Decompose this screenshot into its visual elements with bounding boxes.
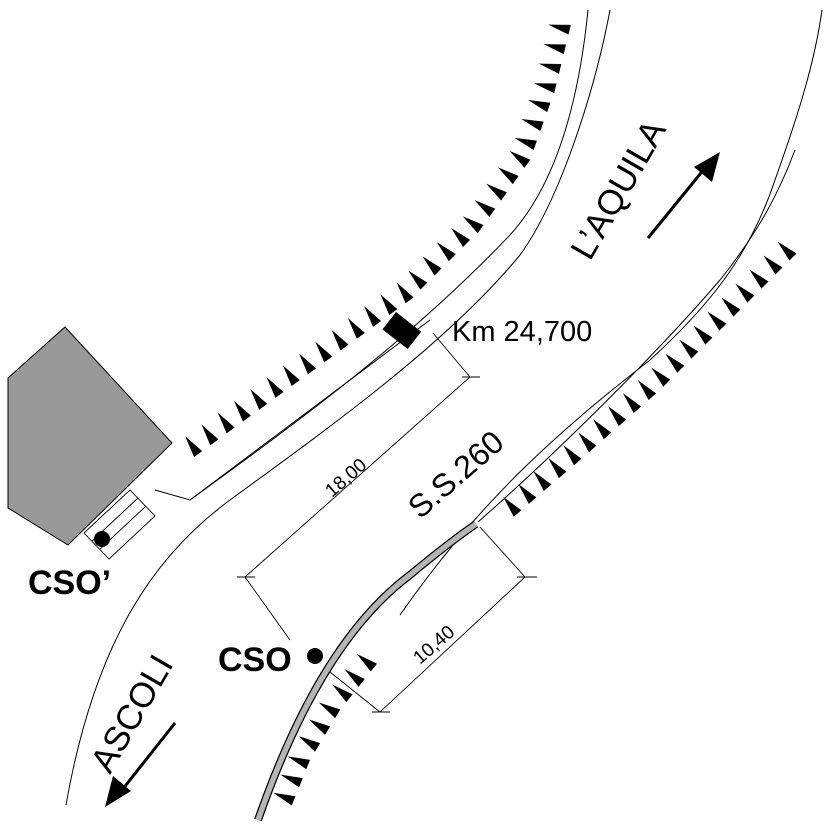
cso-point	[307, 648, 323, 664]
hachure-mark	[538, 63, 562, 74]
hachure-mark	[749, 269, 769, 289]
hachure-mark	[380, 294, 398, 316]
hachure-mark	[777, 241, 797, 261]
hachure-mark	[201, 424, 219, 446]
escarpment-hachures-lower	[273, 241, 797, 806]
hachure-mark	[282, 365, 300, 387]
hachure-mark	[548, 458, 567, 479]
road-edge-east	[399, 9, 823, 616]
hachure-mark	[693, 325, 713, 345]
hachure-mark	[396, 282, 414, 304]
hachure-mark	[665, 353, 685, 373]
hachure-mark	[533, 471, 552, 492]
hachure-mark	[563, 445, 582, 466]
hachure-mark	[422, 256, 442, 276]
carriageway-line	[189, 319, 431, 501]
km-marker	[382, 312, 422, 350]
hachure-mark	[534, 83, 557, 94]
escarpment-edge-lower	[477, 149, 796, 523]
dimension-18-label: 18,00	[322, 455, 372, 502]
hachure-mark	[250, 388, 268, 410]
hachure-mark	[518, 483, 537, 504]
arrow-icon-laquila	[646, 152, 720, 239]
hachure-mark	[331, 329, 349, 351]
hachure-mark	[364, 306, 382, 327]
hachure-mark	[593, 419, 612, 440]
hachure-mark	[299, 353, 317, 375]
hachure-mark	[217, 412, 235, 434]
hachure-mark	[543, 44, 567, 55]
escarpment-edge-upper	[154, 9, 589, 501]
hachure-mark	[679, 339, 699, 359]
hachure-mark	[462, 216, 484, 234]
hachure-mark	[509, 150, 531, 168]
guardrail-fill	[255, 521, 478, 821]
arrow-icon-ascoli	[105, 722, 177, 807]
hachure-mark	[528, 100, 551, 113]
hachure-mark	[298, 736, 321, 752]
hachure-mark	[497, 167, 519, 185]
ascoli-label: ASCOLI	[83, 648, 181, 779]
hachure-mark	[474, 199, 496, 217]
hachure-mark	[233, 400, 251, 422]
road-edge-west	[65, 9, 611, 806]
hachure-mark	[503, 496, 522, 517]
dimension-18	[237, 332, 480, 641]
escarpment-hachures-upper	[185, 24, 571, 458]
hachure-mark	[408, 270, 428, 290]
hachure-mark	[280, 774, 303, 788]
hachure-mark	[763, 255, 783, 275]
hachure-mark	[356, 653, 378, 672]
hachure-mark	[548, 24, 571, 35]
hachure-mark	[486, 183, 507, 201]
hachure-mark	[514, 137, 537, 150]
hachure-mark	[735, 283, 755, 303]
km-label: Km 24,700	[452, 316, 592, 348]
hachure-mark	[308, 719, 331, 735]
hachure-mark	[332, 684, 353, 703]
hachure-mark	[578, 432, 597, 453]
hachure-mark	[266, 377, 284, 398]
hachure-mark	[707, 311, 727, 331]
cso-label: CSO	[218, 641, 292, 679]
hachure-mark	[637, 380, 657, 400]
hachure-mark	[185, 436, 203, 458]
hachure-mark	[622, 393, 642, 414]
hachure-mark	[318, 702, 341, 719]
hachure-mark	[287, 756, 311, 770]
laquila-label: L’AQUILA	[563, 113, 674, 266]
hachure-mark	[721, 297, 741, 317]
cso-prime-point	[94, 531, 110, 547]
hachure-mark	[450, 227, 471, 247]
road-label: S.S.260	[401, 423, 511, 525]
hachure-mark	[347, 317, 365, 339]
hachure-mark	[608, 406, 627, 427]
building-block	[7, 326, 173, 546]
hachure-mark	[436, 242, 456, 262]
dimension-10	[329, 526, 537, 713]
hachure-mark	[344, 669, 365, 687]
cso-prime-label: CSO’	[28, 564, 111, 602]
hachure-mark	[315, 341, 333, 363]
hachure-mark	[521, 118, 544, 132]
hachure-mark	[273, 792, 296, 806]
hachure-mark	[651, 367, 671, 387]
